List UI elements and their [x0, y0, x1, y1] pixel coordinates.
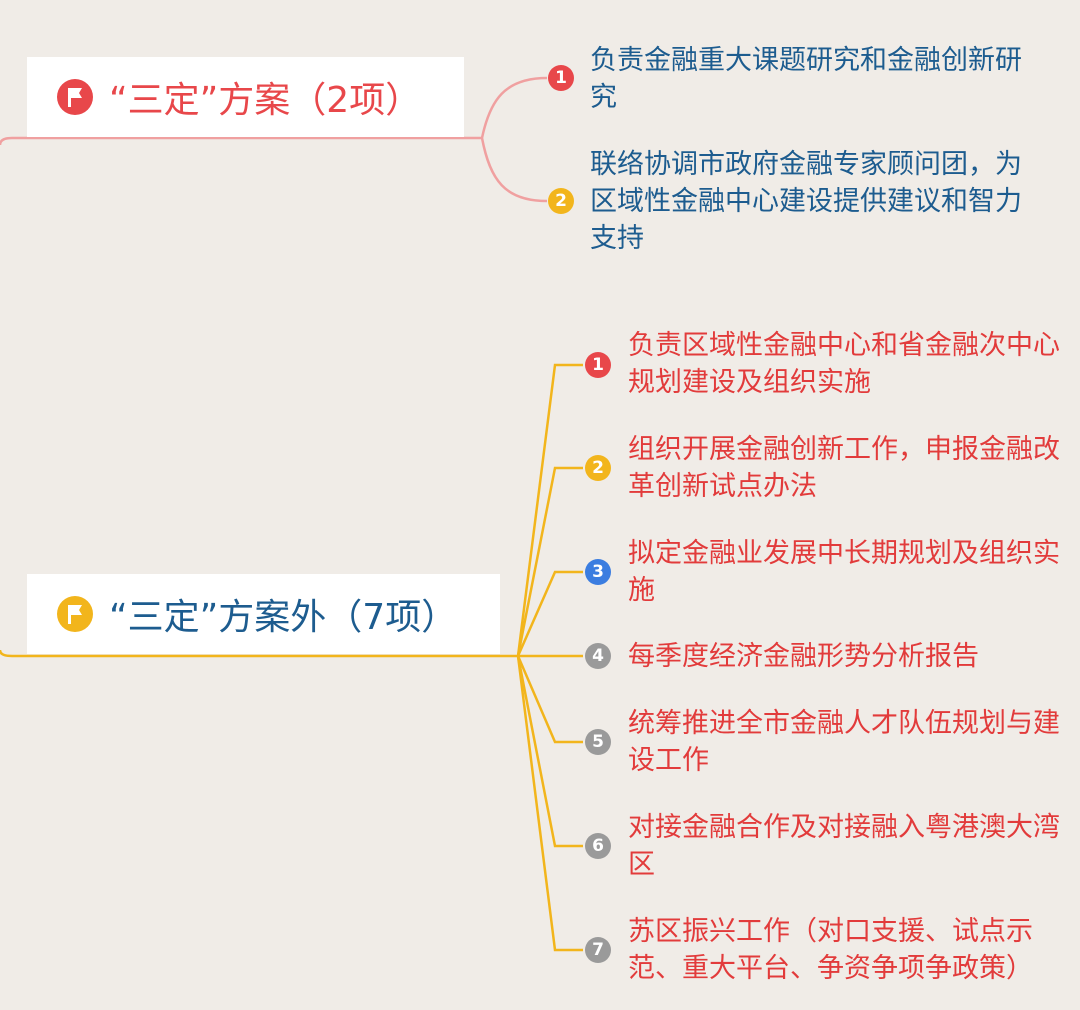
- item-text: 拟定金融业发展中长期规划及组织实施: [628, 538, 1060, 606]
- connector-root-2: [0, 649, 518, 658]
- flag-icon: [57, 596, 93, 632]
- topic-title: “三定”方案（2项）: [109, 80, 422, 121]
- connector-g2-item5: [516, 655, 583, 744]
- number-badge-2: 2: [548, 188, 574, 214]
- number-badge-7: 7: [585, 937, 611, 963]
- number-badge-5: 5: [585, 729, 611, 755]
- item-text: 苏区振兴工作（对口支援、试点示范、重大平台、争资争项争政策）: [628, 916, 1033, 984]
- item-text: 对接金融合作及对接融入粤港澳大湾区: [628, 812, 1060, 880]
- connector-g1-item2: [480, 137, 548, 203]
- connector-root-1: [0, 136, 482, 146]
- topic-title: “三定”方案外（7项）: [109, 597, 458, 638]
- item-text: 统筹推进全市金融人才队伍规划与建设工作: [628, 708, 1060, 776]
- item-text: 联络协调市政府金融专家顾问团，为区域性金融中心建设提供建议和智力支持: [590, 149, 1022, 254]
- number-badge-1: 1: [585, 352, 611, 378]
- number-badge-6: 6: [585, 833, 611, 859]
- connector-g2-item1: [516, 363, 583, 657]
- topic-sanding-plan: “三定”方案（2项）: [27, 57, 464, 137]
- item-text: 组织开展金融创新工作，申报金融改革创新试点办法: [628, 434, 1060, 502]
- flag-icon: [57, 79, 93, 115]
- number-badge-1: 1: [548, 65, 574, 91]
- item-text: 每季度经济金融形势分析报告: [628, 641, 979, 672]
- number-badge-4: 4: [585, 643, 611, 669]
- number-badge-2: 2: [585, 455, 611, 481]
- item-text: 负责区域性金融中心和省金融次中心规划建设及组织实施: [628, 330, 1060, 398]
- connector-g2-item7: [516, 655, 583, 952]
- connector-g2-item6: [516, 655, 583, 848]
- topic-outside-sanding-plan: “三定”方案外（7项）: [27, 574, 500, 654]
- item-text: 负责金融重大课题研究和金融创新研究: [590, 45, 1022, 113]
- connector-g2-item2: [516, 466, 583, 657]
- connector-g1-item1: [480, 76, 548, 139]
- connector-g2-item3: [516, 570, 583, 657]
- number-badge-3: 3: [585, 559, 611, 585]
